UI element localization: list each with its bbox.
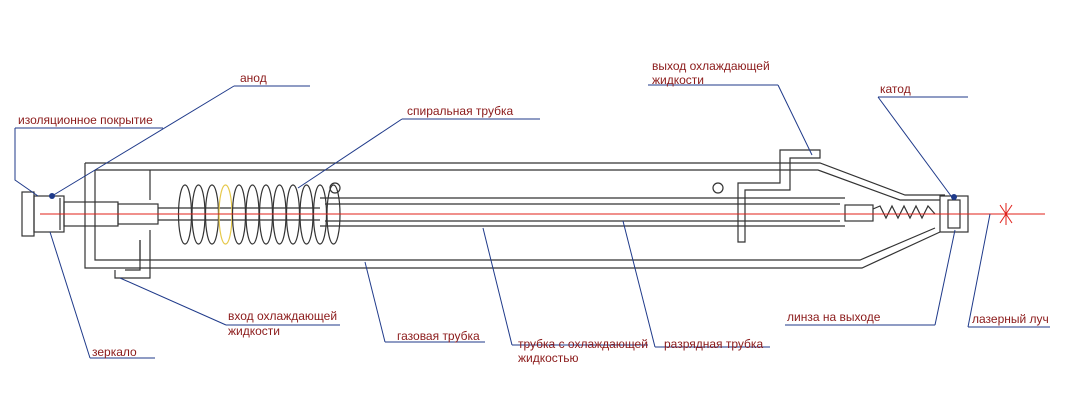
label-anode: анод (240, 71, 267, 85)
beam-spark-icon (999, 203, 1013, 225)
label-coolant-outlet-line2: жидкости (652, 73, 704, 87)
coolant-outlet-pipe (737, 149, 821, 243)
port-icon (712, 182, 724, 194)
port-icon (329, 182, 341, 194)
label-cooling-tube-line2: жидкостью (518, 351, 579, 365)
tube-outline (84, 162, 945, 269)
label-gas-tube: газовая трубка (397, 329, 480, 343)
coolant-inlet-pipe (114, 230, 151, 279)
label-mirror: зеркало (92, 345, 137, 359)
label-laser-beam: лазерный луч (972, 312, 1049, 326)
label-spiral-tube: спиральная трубка (407, 104, 513, 118)
label-coolant-inlet-line2: жидкости (228, 324, 280, 338)
label-coolant-inlet-line1: вход охлаждающей (228, 309, 337, 323)
label-discharge-tube: разрядная трубка (664, 337, 763, 351)
label-cooling-tube-line1: трубка с охлаждающей (518, 337, 648, 351)
labels: анод изоляционное покрытие спиральная тр… (18, 59, 1049, 365)
leader-lines (14, 84, 1050, 359)
label-insulation: изоляционное покрытие (18, 113, 153, 127)
label-output-lens: линза на выходе (787, 310, 881, 324)
label-cathode: катод (880, 82, 911, 96)
label-coolant-outlet-line1: выход охлаждающей (652, 59, 770, 73)
